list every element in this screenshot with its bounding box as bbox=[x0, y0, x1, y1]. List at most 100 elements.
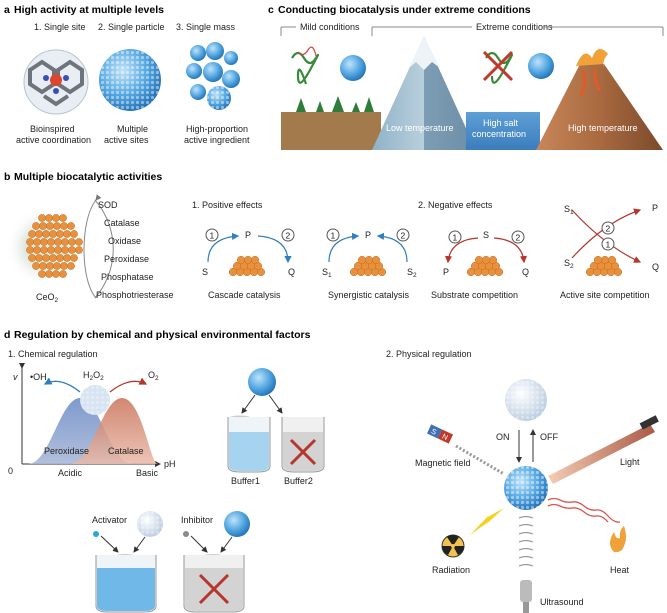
nanozyme-extreme bbox=[528, 53, 554, 79]
single-particle-caption-2: active sites bbox=[104, 135, 149, 145]
magnet-icon: S N bbox=[427, 424, 453, 444]
ultrasound-label: Ultrasound bbox=[540, 597, 584, 607]
inhibitor-dot bbox=[183, 531, 189, 537]
single-particle-label: 2. Single particle bbox=[98, 22, 165, 32]
chemical-regulation-label: 1. Chemical regulation bbox=[8, 349, 98, 359]
panel-a-letter: a bbox=[4, 4, 10, 16]
ceo2-nanoparticle bbox=[5, 207, 85, 287]
snow-mountain bbox=[372, 36, 476, 150]
radiation-bolt-icon bbox=[470, 508, 504, 535]
enzyme-protein-icon bbox=[291, 46, 320, 85]
enzyme-inactivated-icon bbox=[482, 50, 514, 84]
ground bbox=[281, 112, 381, 150]
single-mass-caption-2: active ingredient bbox=[184, 135, 250, 145]
single-particle-illustration bbox=[99, 49, 161, 111]
panel-b-letter: b bbox=[4, 171, 10, 183]
axis-origin: 0 bbox=[8, 466, 13, 476]
activator-label: Activator bbox=[92, 515, 127, 525]
activator-dot bbox=[93, 531, 99, 537]
product-q: Q bbox=[522, 267, 529, 277]
catalase-peak bbox=[70, 398, 158, 464]
negative-effects-label: 2. Negative effects bbox=[418, 200, 493, 210]
trees bbox=[296, 96, 374, 112]
magnet-n-label: N bbox=[441, 432, 450, 442]
light-source-icon bbox=[639, 415, 659, 430]
activity-catalase: Catalase bbox=[104, 218, 140, 228]
panel-d: d Regulation by chemical and physical en… bbox=[4, 329, 659, 613]
synergistic-catalysis-diagram: 1 2 S1 P S2 bbox=[322, 228, 417, 279]
o2-label: O2 bbox=[148, 370, 159, 382]
acidic-label: Acidic bbox=[58, 468, 83, 478]
light-label: Light bbox=[620, 457, 640, 467]
step-1: 1 bbox=[453, 233, 458, 243]
catalase-label: Catalase bbox=[108, 446, 144, 456]
active-site-competition-label: Active site competition bbox=[560, 290, 650, 300]
cascade-catalysis-diagram: 1 2 S P Q bbox=[202, 228, 295, 277]
substrate-s: S bbox=[483, 230, 489, 240]
substrate-s: S bbox=[202, 267, 208, 277]
product-p: P bbox=[365, 230, 371, 240]
activity-sod: SOD bbox=[98, 200, 118, 210]
substrate-competition-label: Substrate competition bbox=[431, 290, 518, 300]
panel-d-title: Regulation by chemical and physical envi… bbox=[14, 329, 311, 341]
single-mass-caption-1: High-proportion bbox=[186, 124, 248, 134]
product-q: Q bbox=[288, 267, 295, 277]
substrate-s2: S2 bbox=[407, 267, 417, 279]
substrate-s1: S1 bbox=[322, 267, 332, 279]
product-q: Q bbox=[652, 262, 659, 272]
hydroxyl-radical-label: •OH bbox=[30, 372, 47, 382]
step-1: 1 bbox=[210, 231, 215, 241]
single-site-illustration bbox=[23, 49, 89, 115]
step-1: 1 bbox=[331, 231, 336, 241]
x-axis-label: pH bbox=[164, 459, 176, 469]
h2o2-label: H2O2 bbox=[83, 370, 104, 382]
active-site-competition-diagram: 2 1 S1 P S2 Q bbox=[564, 203, 659, 277]
flame-icon bbox=[610, 526, 626, 553]
nanozyme-inhibited bbox=[224, 511, 250, 537]
activity-oxidase: Oxidase bbox=[108, 236, 141, 246]
ultrasound-waves bbox=[518, 515, 534, 567]
high-salt-label-1: High salt bbox=[483, 118, 519, 128]
high-temperature-label: High temperature bbox=[568, 123, 638, 133]
low-temperature-label: Low temperature bbox=[386, 123, 454, 133]
basic-label: Basic bbox=[136, 468, 159, 478]
light-beam bbox=[548, 424, 655, 484]
product-p: P bbox=[245, 230, 251, 240]
synergistic-catalysis-label: Synergistic catalysis bbox=[328, 290, 410, 300]
nanozyme-buffer bbox=[248, 368, 276, 396]
heat-waves bbox=[547, 497, 621, 523]
step-2: 2 bbox=[286, 231, 291, 241]
panel-b-title: Multiple biocatalytic activities bbox=[14, 171, 162, 183]
salt-water bbox=[466, 112, 540, 150]
product-p: P bbox=[652, 203, 658, 213]
nanozyme-mild bbox=[340, 55, 366, 81]
substrate-s1: S1 bbox=[564, 204, 574, 216]
panel-c-letter: c bbox=[268, 4, 274, 16]
step-1: 1 bbox=[606, 240, 611, 250]
panel-c-title: Conducting biocatalysis under extreme co… bbox=[278, 4, 531, 16]
radiation-label: Radiation bbox=[432, 565, 470, 575]
high-salt-label-2: concentration bbox=[472, 129, 526, 139]
peroxidase-label: Peroxidase bbox=[44, 446, 89, 456]
mild-conditions-label: Mild conditions bbox=[300, 22, 360, 32]
single-site-caption-1: Bioinspired bbox=[30, 124, 75, 134]
magnet-s-label: S bbox=[430, 427, 438, 437]
physical-regulation-label: 2. Physical regulation bbox=[386, 349, 472, 359]
physical-regulation-diagram: ON OFF S N Magnetic field Light Radiatio… bbox=[415, 379, 659, 613]
step-2: 2 bbox=[401, 231, 406, 241]
single-mass-illustration bbox=[186, 42, 240, 110]
buffer1-label: Buffer1 bbox=[231, 476, 260, 486]
substrate-s2: S2 bbox=[564, 258, 574, 270]
panel-a: a High activity at multiple levels 1. Si… bbox=[4, 4, 250, 145]
step-2: 2 bbox=[516, 233, 521, 243]
product-p: P bbox=[443, 267, 449, 277]
panel-d-letter: d bbox=[4, 329, 10, 341]
panel-c: c Conducting biocatalysis under extreme … bbox=[268, 4, 664, 150]
activity-phosphatase: Phosphatase bbox=[101, 272, 154, 282]
single-particle-caption-1: Multiple bbox=[117, 124, 148, 134]
extreme-conditions-label: Extreme conditions bbox=[476, 22, 553, 32]
ph-activity-plot: v pH 0 Peroxidase Catalase Acidic Basic … bbox=[8, 363, 176, 478]
activity-phosphotriesterase: Phosphotriesterase bbox=[96, 290, 174, 300]
ceo2-label: CeO2 bbox=[36, 292, 59, 304]
on-label: ON bbox=[496, 432, 510, 442]
